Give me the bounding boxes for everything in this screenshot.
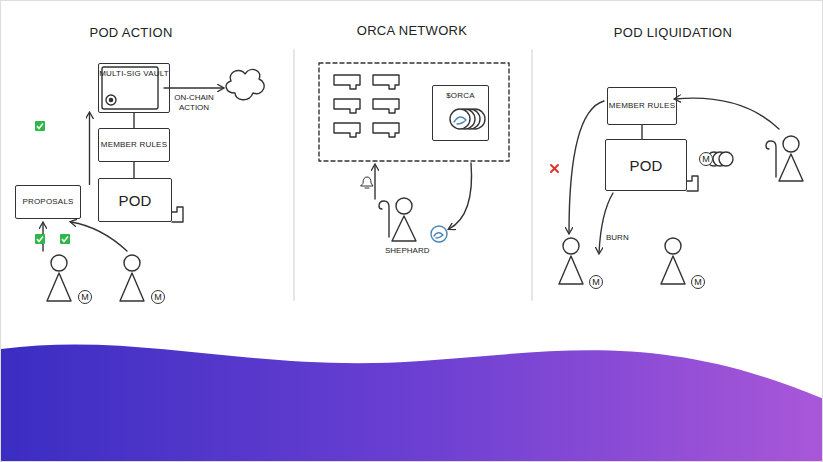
drawing-part <box>334 123 360 137</box>
member-token: M <box>78 290 92 304</box>
drawing-part <box>434 233 443 238</box>
member-token: M <box>691 275 705 289</box>
drawing-part <box>37 124 43 129</box>
drawing-part <box>334 75 360 89</box>
drawing-part <box>106 95 116 105</box>
drawing-part <box>35 234 45 244</box>
box-label: MULTI-SIG VAULT <box>99 69 169 79</box>
drawing-part <box>396 198 412 214</box>
vault-box: MULTI-SIG VAULT <box>98 63 170 113</box>
member-token: M <box>589 275 603 289</box>
drawing-part <box>454 117 466 124</box>
drawing-part <box>294 49 295 301</box>
panel-heading: ORCA NETWORK <box>357 23 468 38</box>
connector <box>133 113 134 128</box>
drawing-part <box>334 99 360 113</box>
action-label: ON-CHAIN ACTION <box>168 93 220 113</box>
drawing-part <box>551 165 558 172</box>
role-label: SHEPHARD <box>385 246 429 256</box>
drawing-part <box>120 273 144 301</box>
drawing-part <box>687 176 698 191</box>
drawing-part <box>35 121 45 131</box>
drawing-part <box>665 238 681 254</box>
drawing-part <box>661 256 685 284</box>
drawing-part <box>62 237 68 242</box>
connector <box>89 113 90 185</box>
drawing-part <box>319 63 509 161</box>
drawing-part <box>675 98 779 129</box>
drawing-part <box>532 49 533 301</box>
member-token: M <box>699 152 713 166</box>
drawing-part <box>164 87 223 88</box>
drawing-part <box>373 123 399 137</box>
drawing-part <box>569 101 604 233</box>
drawing-part <box>373 75 399 89</box>
drawing-part <box>361 177 373 188</box>
drawing-part <box>392 216 416 241</box>
drawing-part <box>599 193 613 253</box>
drawing-part <box>43 63 803 301</box>
drawing-part <box>766 141 776 177</box>
proposals-box: PROPOSALS <box>15 185 81 219</box>
box-label: POD <box>118 192 151 209</box>
box-label: MEMBER RULES <box>101 140 167 150</box>
drawing-part <box>431 226 447 242</box>
drawing-part <box>563 238 579 254</box>
pod-box: POD <box>605 139 687 191</box>
drawing-part <box>35 121 558 244</box>
drawing-part <box>373 99 399 113</box>
drawing-part <box>47 273 71 301</box>
box-label: $ORCA <box>446 91 475 101</box>
rules-box: MEMBER RULES <box>98 128 170 162</box>
drawing-part <box>719 152 733 166</box>
drawing-part <box>71 222 127 251</box>
action-label: BURN <box>606 233 629 243</box>
drawing-part <box>37 237 43 242</box>
drawing-part <box>109 98 112 101</box>
connector <box>133 162 134 178</box>
drawing-part <box>226 70 264 100</box>
box-label: MEMBER RULES <box>609 101 675 111</box>
drawing-part <box>172 207 183 222</box>
box-label: PROPOSALS <box>22 197 73 207</box>
drawing-part <box>783 136 799 152</box>
drawing-part <box>449 163 472 229</box>
member-token: M <box>151 290 165 304</box>
rules-box: MEMBER RULES <box>607 87 677 125</box>
drawing-part <box>374 165 375 199</box>
drawing-part <box>379 201 389 237</box>
drawing-part <box>779 154 803 181</box>
drawing-part <box>1 344 823 462</box>
panel-heading: POD ACTION <box>89 25 172 40</box>
box-label: POD <box>629 157 662 174</box>
drawing-part <box>60 234 70 244</box>
drawing-part <box>559 256 583 284</box>
token-box: $ORCA <box>432 85 489 141</box>
connector <box>641 125 642 139</box>
pod-box: POD <box>98 178 172 222</box>
panel-heading: POD LIQUIDATION <box>614 25 732 40</box>
drawing-part <box>124 255 140 271</box>
drawing-part <box>450 109 470 129</box>
drawing-part <box>51 255 67 271</box>
